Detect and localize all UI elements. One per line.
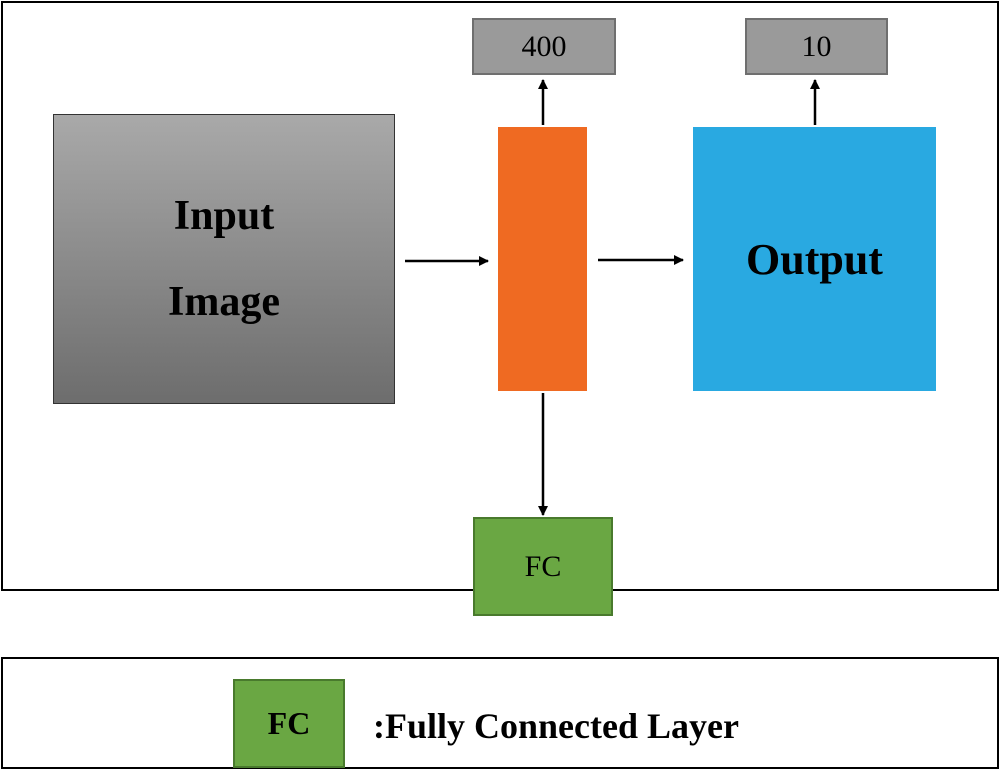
fc-output-size-box: 400 bbox=[472, 18, 616, 75]
input-image-block: Input Image bbox=[53, 114, 395, 404]
legend-description: :Fully Connected Layer bbox=[373, 706, 739, 746]
legend-frame bbox=[1, 657, 999, 769]
output-size: 10 bbox=[801, 29, 832, 63]
legend-fc-swatch: FC bbox=[233, 679, 345, 768]
input-label-line2: Image bbox=[168, 279, 280, 325]
input-label-line1: Input bbox=[173, 193, 275, 239]
fc-block: FC bbox=[473, 517, 613, 616]
fc-layer-block bbox=[498, 127, 587, 391]
output-label: Output bbox=[746, 234, 883, 284]
fc-block-label: FC bbox=[524, 549, 562, 583]
output-block: Output bbox=[693, 127, 936, 391]
output-size-box: 10 bbox=[745, 18, 888, 75]
legend-swatch-label: FC bbox=[267, 705, 311, 741]
fc-output-size: 400 bbox=[521, 29, 567, 63]
